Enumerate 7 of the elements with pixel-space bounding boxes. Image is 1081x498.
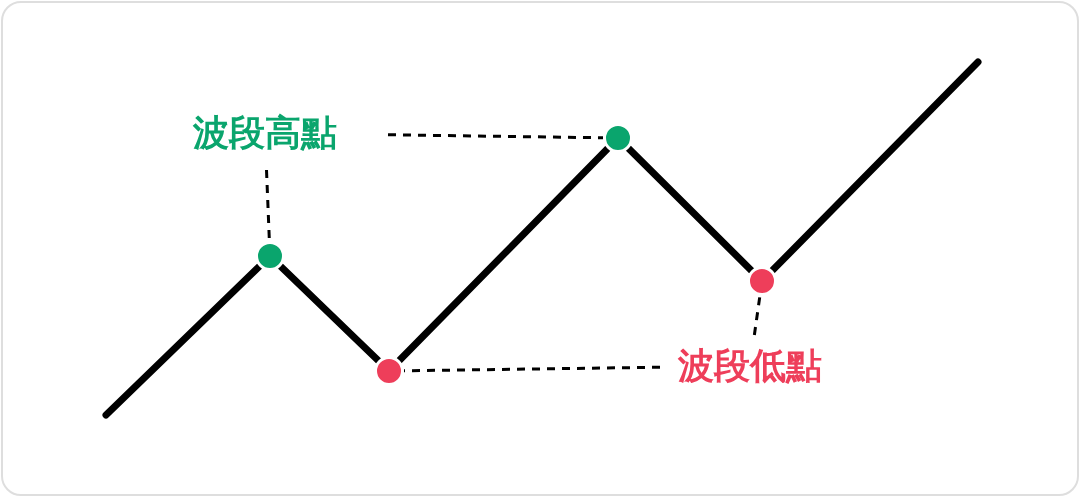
zigzag-line-segment xyxy=(625,145,755,274)
point-label: 波段高點 xyxy=(193,115,337,151)
zigzag-line-segment xyxy=(769,58,982,274)
leader-line xyxy=(752,295,762,336)
zigzag-line-segment xyxy=(396,145,611,364)
leader-line xyxy=(387,133,604,140)
point-label: 波段低點 xyxy=(678,348,822,384)
